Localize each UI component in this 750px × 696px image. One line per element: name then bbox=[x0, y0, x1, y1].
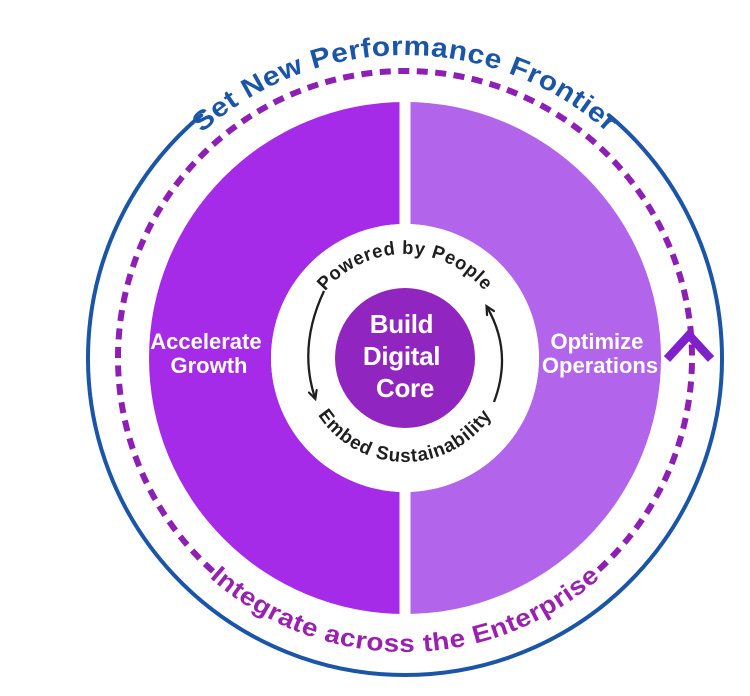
outer-circle bbox=[86, 113, 724, 677]
segment-optimize-operations bbox=[405, 102, 661, 614]
dotted-ring bbox=[115, 67, 695, 574]
cycle-arrow-right-icon bbox=[485, 304, 504, 403]
segment-label-right-line1: Optimize bbox=[550, 329, 643, 354]
up-chevron-icon bbox=[663, 328, 715, 362]
core-label-line3: Core bbox=[376, 373, 434, 403]
core-circle bbox=[335, 288, 475, 428]
segment-label-left: Accelerate Growth bbox=[150, 329, 267, 378]
core-label: Build Digital Core bbox=[363, 309, 447, 403]
segment-accelerate-growth bbox=[149, 102, 405, 614]
segment-label-right: Optimize Operations bbox=[542, 329, 658, 378]
segment-label-right-line2: Operations bbox=[542, 353, 658, 378]
core-label-line1: Build bbox=[370, 309, 434, 339]
cycle-arrow-left-icon bbox=[307, 290, 326, 402]
segment-label-left-line2: Growth bbox=[171, 353, 248, 378]
core-label-line2: Digital bbox=[363, 341, 440, 371]
segment-label-left-line1: Accelerate bbox=[150, 329, 261, 354]
